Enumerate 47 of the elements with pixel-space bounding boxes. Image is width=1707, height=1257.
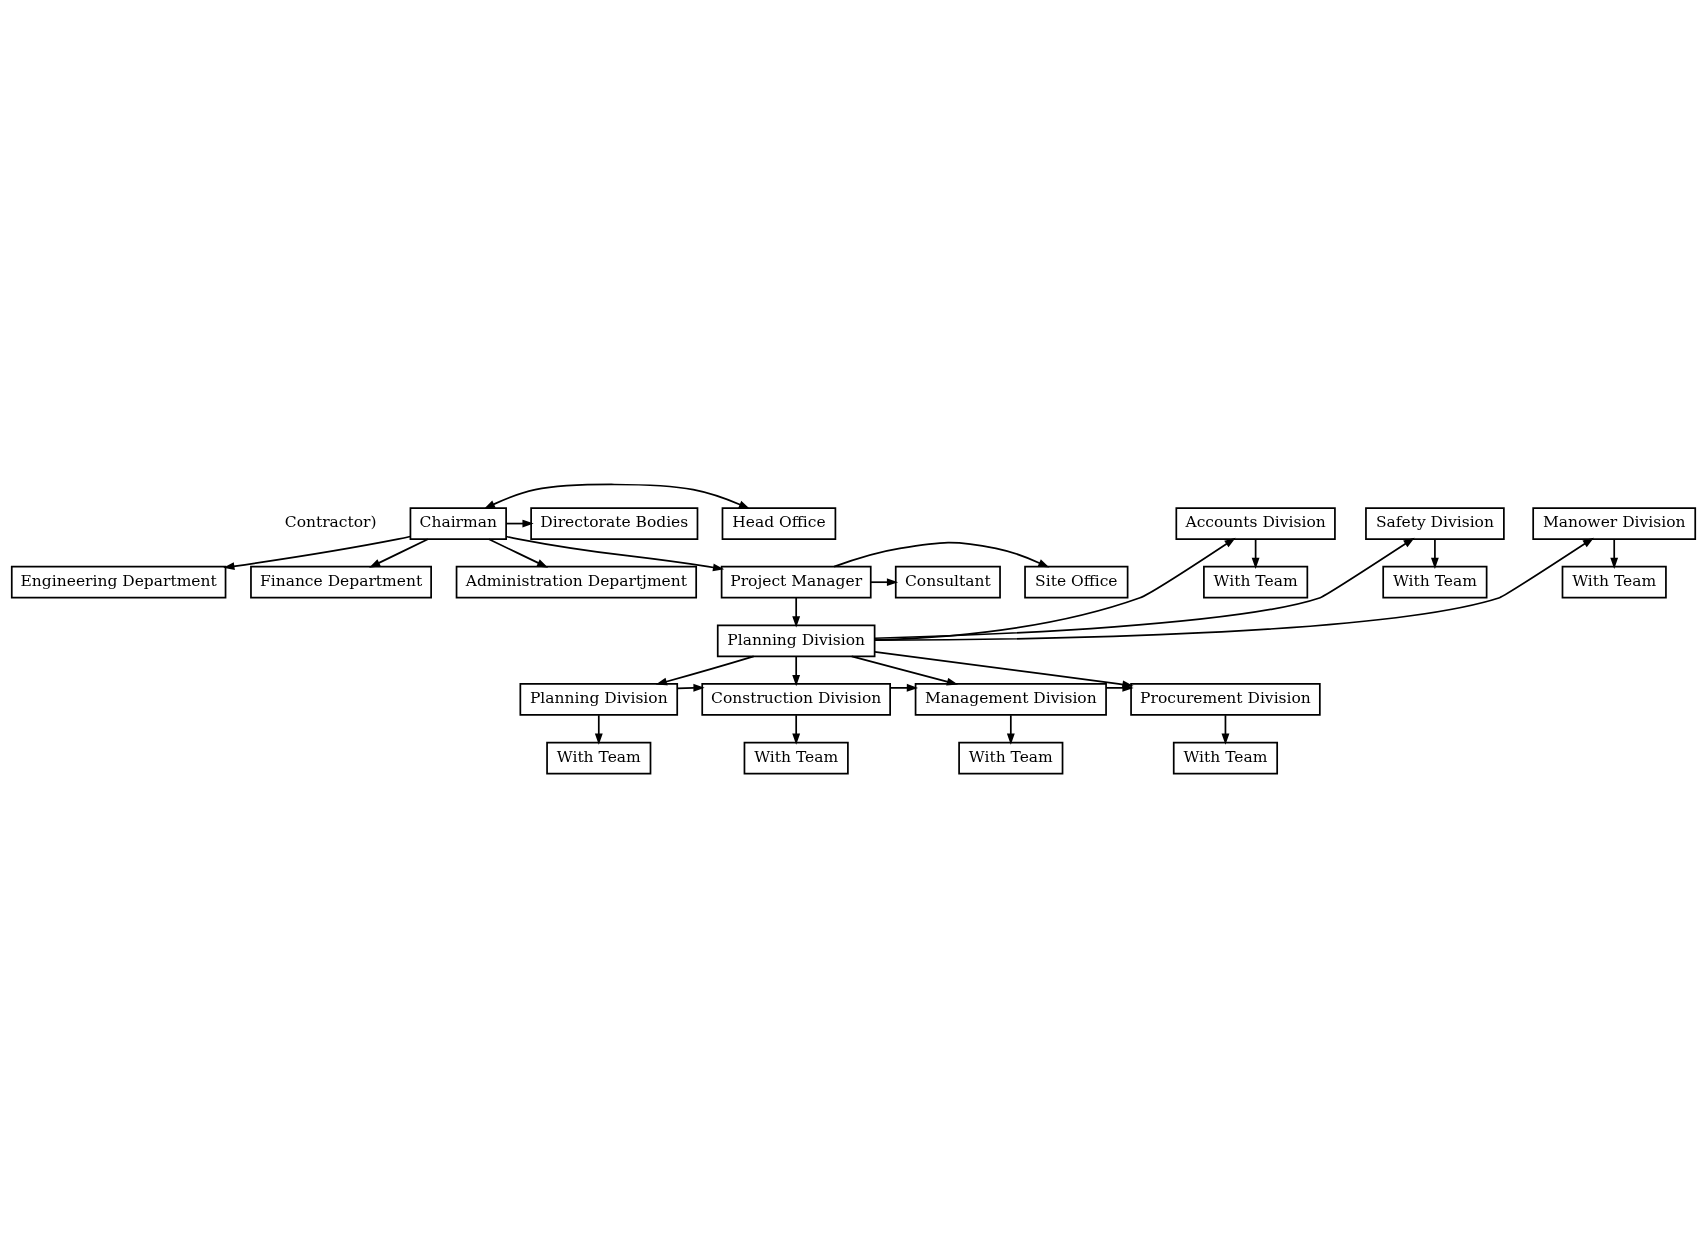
node-box: Accounts Division: [1175, 506, 1336, 540]
arrow: [792, 713, 801, 745]
arrow: [833, 541, 1050, 568]
arrow: [505, 535, 725, 571]
arrow: [874, 537, 1594, 641]
node-box: Project Manager: [720, 565, 872, 599]
node-box: With Team: [1172, 741, 1279, 774]
node-box: With Team: [1203, 565, 1309, 599]
arrow: [870, 577, 899, 586]
node-box: Planning Division: [716, 623, 876, 657]
arrow: [223, 535, 412, 570]
node-box: With Team: [1561, 565, 1667, 599]
arrow: [1105, 683, 1134, 692]
arrow: [1431, 538, 1439, 569]
node-box: Chairman: [409, 506, 507, 540]
node-box: Management Division: [914, 682, 1107, 716]
arrow: [889, 683, 918, 692]
arrow: [850, 655, 958, 685]
node-box: Procurement Division: [1130, 682, 1321, 716]
arrow: [483, 483, 751, 509]
node-box: Engineering Department: [10, 565, 227, 599]
node-box: Head Office: [721, 506, 837, 540]
node-box: With Team: [546, 741, 652, 774]
node-box: With Team: [743, 741, 849, 774]
node-box: Construction Division: [701, 682, 891, 716]
node-box: Manower Division: [1532, 506, 1697, 540]
arrow: [873, 537, 1415, 639]
arrow: [1610, 538, 1619, 569]
arrow: [792, 596, 801, 627]
arrow: [676, 683, 705, 692]
arrow: [488, 537, 549, 568]
node-box: Finance Department: [250, 565, 432, 599]
node-box: Directorate Bodies: [530, 506, 699, 540]
node-box: Planning Division: [519, 682, 679, 716]
node-box: With Team: [1382, 565, 1488, 599]
node-box: Consultant: [894, 565, 1001, 599]
node-box: Administration Departjment: [455, 565, 698, 599]
label: Contractor): [284, 512, 377, 531]
arrow: [369, 537, 429, 568]
node-box: Site Office: [1024, 565, 1129, 599]
arrow: [594, 713, 603, 745]
node-box: Safety Division: [1365, 506, 1505, 540]
arrow: [1251, 538, 1260, 569]
arrow: [792, 655, 801, 686]
arrow: [1221, 713, 1230, 745]
node-box: With Team: [958, 741, 1064, 774]
arrow: [1006, 713, 1015, 745]
